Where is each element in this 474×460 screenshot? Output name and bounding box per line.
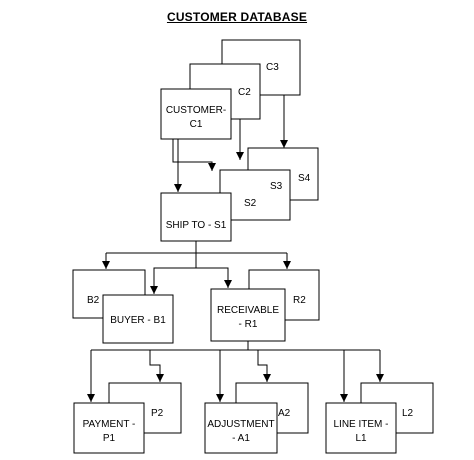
buyer-b1-box xyxy=(102,294,174,344)
b2-label: B2 xyxy=(87,295,100,306)
p2-label: P2 xyxy=(151,408,164,419)
arrow-to-buyer-b1 xyxy=(150,241,197,294)
lineitem-l1-box xyxy=(325,402,397,454)
lineitem-label-line2: L1 xyxy=(355,433,367,444)
arrow-to-payment-p2 xyxy=(149,350,164,382)
l2-label: L2 xyxy=(402,408,414,419)
s4-label: S4 xyxy=(298,173,311,184)
arrow-customer-to-s3 xyxy=(172,139,216,171)
adjustment-label-line2: - A1 xyxy=(232,433,250,444)
receivable-r1-box xyxy=(210,288,286,342)
adjustment-label-line1: ADJUSTMENT xyxy=(207,419,274,430)
buyer-label: BUYER - B1 xyxy=(110,315,166,326)
c3-label: C3 xyxy=(266,62,279,73)
s2-label: S2 xyxy=(244,198,257,209)
diagram-title: CUSTOMER DATABASE xyxy=(166,10,308,24)
arrow-to-receivable-r1 xyxy=(196,267,232,288)
c2-label: C2 xyxy=(238,87,251,98)
lineitem-label-line1: LINE ITEM - xyxy=(333,419,388,430)
shipto-s1-box xyxy=(160,192,232,242)
customer-label-line2: C1 xyxy=(190,119,203,130)
payment-label-line2: P1 xyxy=(103,433,116,444)
shipto-s3-box xyxy=(219,169,291,221)
s3-label: S3 xyxy=(270,181,283,192)
receivable-label-line2: - R1 xyxy=(239,319,258,330)
customer-c1-box xyxy=(160,88,232,140)
adjustment-a1-box xyxy=(204,402,278,454)
arrow-to-adjustment-a2 xyxy=(257,350,271,382)
customer-label-line1: CUSTOMER- xyxy=(166,105,226,116)
shipto-label: SHIP TO - S1 xyxy=(166,220,227,231)
r2-label: R2 xyxy=(293,295,306,306)
a2-label: A2 xyxy=(278,408,291,419)
payment-p1-box xyxy=(73,402,145,454)
receivable-label-line1: RECEIVABLE xyxy=(217,305,279,316)
payment-label-line1: PAYMENT - xyxy=(83,419,136,430)
